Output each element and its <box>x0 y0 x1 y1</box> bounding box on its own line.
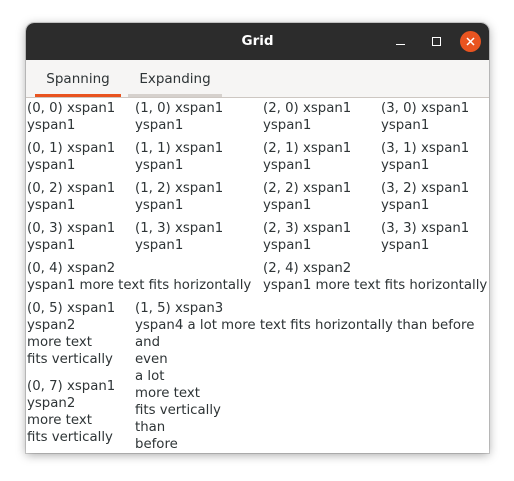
grid-cell: (3, 3) xspan1 yspan1 <box>381 221 470 253</box>
grid-cell: (3, 0) xspan1 yspan1 <box>381 101 470 133</box>
grid-cell: (2, 4) xspan2 yspan1 more text fits hori… <box>263 261 488 293</box>
close-button[interactable] <box>460 31 481 52</box>
tab-label: Expanding <box>139 71 211 87</box>
grid-cell: (0, 7) xspan1 yspan2 more text fits vert… <box>27 379 116 445</box>
maximize-icon <box>432 37 441 46</box>
grid-cell: (0, 2) xspan1 yspan1 <box>27 181 116 213</box>
tab-label: Spanning <box>46 71 110 87</box>
grid-cell: (1, 3) xspan1 yspan1 <box>135 221 224 253</box>
active-tab-indicator <box>35 94 121 97</box>
grid-cell: (0, 5) xspan1 yspan2 more text fits vert… <box>27 301 116 367</box>
grid-cell: (2, 0) xspan1 yspan1 <box>263 101 352 133</box>
grid-cell: (3, 1) xspan1 yspan1 <box>381 141 470 173</box>
tab-expanding[interactable]: Expanding <box>128 60 222 97</box>
grid-cell: (1, 1) xspan1 yspan1 <box>135 141 224 173</box>
grid-cell: (3, 2) xspan1 yspan1 <box>381 181 470 213</box>
grid-window: Grid Spanning Expanding (0, 0) xspan1 ys… <box>26 23 489 453</box>
close-icon <box>466 37 475 46</box>
grid-cell: (0, 4) xspan2 yspan1 more text fits hori… <box>27 261 252 293</box>
grid-cell: (2, 1) xspan1 yspan1 <box>263 141 352 173</box>
tab-bar: Spanning Expanding <box>26 60 489 98</box>
inactive-tab-indicator <box>128 94 222 97</box>
minimize-icon <box>396 44 405 45</box>
grid-cell: (0, 3) xspan1 yspan1 <box>27 221 116 253</box>
maximize-button[interactable] <box>426 31 447 52</box>
grid-cell: (1, 5) xspan3 yspan4 a lot more text fit… <box>135 301 475 452</box>
grid-cell: (2, 3) xspan1 yspan1 <box>263 221 352 253</box>
grid-content: (0, 0) xspan1 yspan1 (1, 0) xspan1 yspan… <box>26 98 489 453</box>
tab-spanning[interactable]: Spanning <box>35 60 121 97</box>
grid-cell: (0, 1) xspan1 yspan1 <box>27 141 116 173</box>
grid-cell: (2, 2) xspan1 yspan1 <box>263 181 352 213</box>
grid-cell: (0, 0) xspan1 yspan1 <box>27 101 116 133</box>
title-bar[interactable]: Grid <box>26 23 489 60</box>
minimize-button[interactable] <box>390 31 411 52</box>
window-title: Grid <box>241 33 274 49</box>
grid-cell: (1, 0) xspan1 yspan1 <box>135 101 224 133</box>
grid-cell: (1, 2) xspan1 yspan1 <box>135 181 224 213</box>
